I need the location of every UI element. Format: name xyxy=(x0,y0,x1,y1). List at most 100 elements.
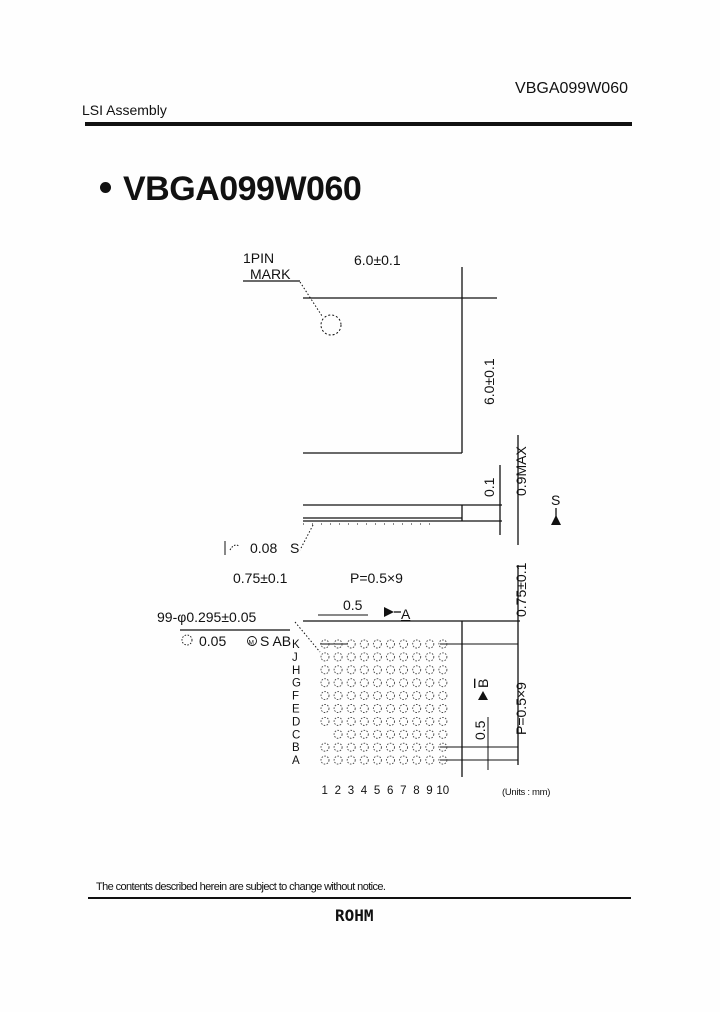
page-title-text: VBGA099W060 xyxy=(123,170,362,208)
solder-ball xyxy=(386,755,395,765)
col-label: 7 xyxy=(400,785,406,797)
solder-ball xyxy=(438,742,448,752)
row-label: J xyxy=(292,652,298,664)
col-label: 10 xyxy=(436,785,449,797)
solder-ball xyxy=(359,755,369,765)
solder-ball xyxy=(372,716,382,726)
row-label: A xyxy=(292,755,300,767)
solder-ball xyxy=(359,678,369,688)
solder-ball xyxy=(425,678,435,688)
solder-ball xyxy=(386,652,395,662)
solder-ball xyxy=(425,704,435,713)
top-height-dim: 6.0±0.1 xyxy=(481,358,497,405)
mmc-modifier-icon xyxy=(247,636,257,646)
pin1-mark-icon xyxy=(320,314,342,336)
solder-ball xyxy=(425,729,435,739)
solder-ball xyxy=(372,729,382,739)
solder-ball xyxy=(399,742,409,752)
solder-ball xyxy=(412,639,422,649)
pin1-label-2: MARK xyxy=(250,266,291,282)
solder-ball xyxy=(346,652,356,662)
solder-ball xyxy=(359,716,369,726)
solder-ball xyxy=(346,742,356,752)
solder-ball xyxy=(333,691,343,701)
col-label: 1 xyxy=(322,785,328,797)
solder-ball xyxy=(438,729,448,739)
solder-ball xyxy=(412,742,422,752)
solder-ball xyxy=(386,742,395,752)
units-note: (Units : mm) xyxy=(502,787,551,798)
solder-ball xyxy=(320,678,330,688)
solder-ball xyxy=(359,652,369,662)
solder-ball xyxy=(333,652,343,662)
solder-ball xyxy=(333,639,343,649)
ball-spec-leader xyxy=(294,621,321,653)
col-label: 2 xyxy=(335,785,341,797)
solder-ball xyxy=(346,639,356,649)
position-tol-value: 0.05 xyxy=(199,633,226,649)
row-label: G xyxy=(292,678,301,690)
solder-ball xyxy=(386,729,395,739)
solder-ball xyxy=(346,729,356,739)
solder-ball xyxy=(333,755,343,765)
datum-a-label: A xyxy=(401,606,411,622)
row-label: C xyxy=(292,729,300,741)
solder-ball xyxy=(320,665,330,675)
solder-ball xyxy=(412,755,422,765)
position-icon xyxy=(181,634,193,646)
solder-ball xyxy=(412,691,422,701)
solder-ball xyxy=(346,678,356,688)
solder-ball xyxy=(399,665,409,675)
solder-ball xyxy=(359,665,369,675)
solder-ball xyxy=(346,716,356,726)
solder-ball xyxy=(359,639,369,649)
solder-ball xyxy=(425,716,435,726)
solder-ball xyxy=(372,665,382,675)
solder-ball xyxy=(320,691,330,701)
solder-ball xyxy=(320,652,330,662)
bullet-icon xyxy=(100,181,111,193)
solder-ball xyxy=(346,691,356,701)
solder-ball xyxy=(425,755,435,765)
top-width-dim: 6.0±0.1 xyxy=(354,252,401,268)
solder-ball xyxy=(399,704,409,713)
edge-offset-x: 0.75±0.1 xyxy=(233,570,288,586)
row-label: H xyxy=(292,665,300,677)
solder-ball xyxy=(346,704,356,713)
solder-ball xyxy=(438,678,448,688)
solder-ball xyxy=(372,742,382,752)
solder-ball xyxy=(333,729,343,739)
solder-ball xyxy=(438,691,448,701)
solder-ball xyxy=(372,755,382,765)
datum-s-triangle-icon xyxy=(551,515,561,525)
solder-ball xyxy=(438,639,448,649)
solder-ball xyxy=(333,742,343,752)
col-label: 6 xyxy=(387,785,393,797)
header-section: LSI Assembly xyxy=(82,102,167,118)
solder-ball xyxy=(399,652,409,662)
datum-b-label: B xyxy=(475,679,491,688)
row-label: E xyxy=(292,704,300,716)
half-pitch-x: 0.5 xyxy=(343,597,363,613)
solder-ball xyxy=(359,691,369,701)
flatness-leader xyxy=(299,524,314,551)
max-height-dim: 0.9MAX xyxy=(513,446,529,496)
page-title: VBGA099W060 xyxy=(100,170,362,209)
solder-ball xyxy=(359,704,369,713)
solder-ball xyxy=(399,691,409,701)
col-label: 3 xyxy=(348,785,354,797)
solder-ball xyxy=(359,742,369,752)
solder-ball xyxy=(412,704,422,713)
solder-ball xyxy=(372,704,382,713)
solder-ball xyxy=(386,704,395,713)
solder-ball xyxy=(412,678,422,688)
solder-ball xyxy=(359,729,369,739)
solder-ball xyxy=(399,639,409,649)
row-label: F xyxy=(292,691,299,703)
col-label: 5 xyxy=(374,785,380,797)
solder-ball xyxy=(399,755,409,765)
row-label: B xyxy=(292,742,300,754)
header-part-number: VBGA099W060 xyxy=(515,80,628,97)
ball-grid xyxy=(320,639,448,765)
col-label: 9 xyxy=(426,785,432,797)
